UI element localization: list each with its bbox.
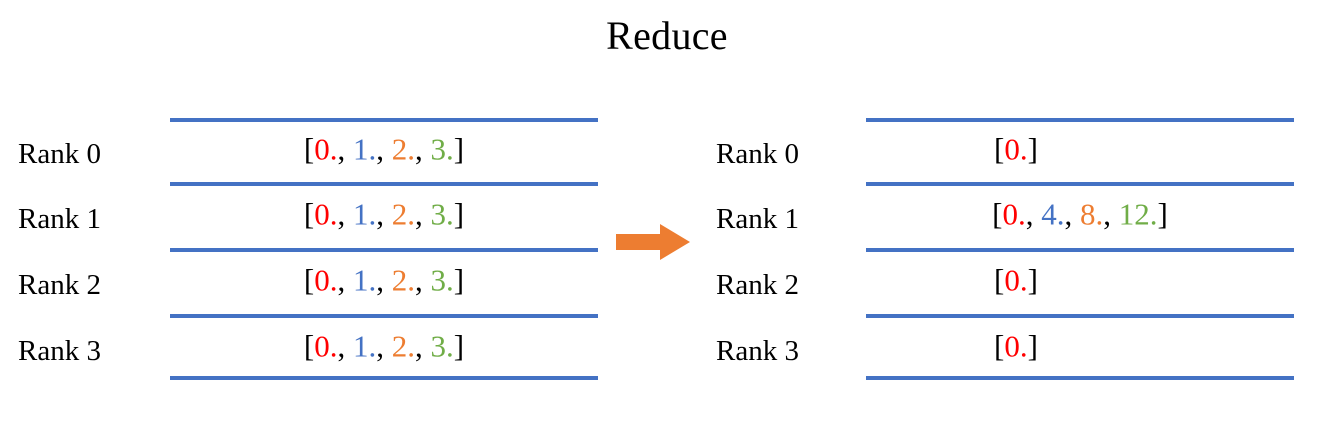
array-separator: , <box>376 328 392 364</box>
array-element: 0. <box>314 262 338 298</box>
array-separator: , <box>376 131 392 167</box>
array-separator: , <box>415 328 431 364</box>
right-arrow-icon <box>616 224 690 260</box>
array-separator: , <box>1103 196 1119 232</box>
bracket-close: ] <box>453 262 465 298</box>
array-value: [0.] <box>866 330 1294 361</box>
array-element: 1. <box>353 328 377 364</box>
bracket-open: [ <box>303 328 315 364</box>
table-row: Rank 2 [0.] <box>716 248 1294 314</box>
array-separator: , <box>337 131 353 167</box>
array-separator: , <box>337 262 353 298</box>
bracket-open: [ <box>994 131 1005 167</box>
table-row: Rank 3 [0.] <box>716 314 1294 380</box>
bracket-open: [ <box>992 196 1003 232</box>
array-element: 3. <box>430 328 454 364</box>
buffer-cell: [0., 1., 2., 3.] <box>170 182 598 248</box>
bracket-close: ] <box>1027 328 1038 364</box>
array-element: 1. <box>353 131 377 167</box>
array-element: 2. <box>391 328 415 364</box>
buffer-cell: [0., 1., 2., 3.] <box>170 248 598 314</box>
array-element: 3. <box>430 131 454 167</box>
array-value: [0., 1., 2., 3.] <box>170 330 598 361</box>
array-element: 0. <box>1004 131 1028 167</box>
rank-label: Rank 0 <box>716 137 799 170</box>
array-element: 2. <box>391 196 415 232</box>
bracket-close: ] <box>453 131 465 167</box>
array-element: 8. <box>1080 196 1104 232</box>
buffer-cell: [0.] <box>866 118 1294 182</box>
array-value: [0.] <box>866 133 1294 164</box>
array-separator: , <box>415 196 431 232</box>
array-element: 2. <box>391 262 415 298</box>
array-separator: , <box>1064 196 1080 232</box>
buffer-cell: [0., 1., 2., 3.] <box>170 314 598 380</box>
table-row: Rank 0 [0., 1., 2., 3.] <box>18 118 598 182</box>
rank-label: Rank 3 <box>18 334 101 367</box>
array-value: [0., 1., 2., 3.] <box>170 198 598 229</box>
array-separator: , <box>376 196 392 232</box>
array-separator: , <box>376 262 392 298</box>
rank-label: Rank 1 <box>716 202 799 235</box>
table-row: Rank 3 [0., 1., 2., 3.] <box>18 314 598 380</box>
array-element: 0. <box>1004 328 1028 364</box>
buffer-cell: [0.] <box>866 314 1294 380</box>
buffer-cell: [0., 4., 8., 12.] <box>866 182 1294 248</box>
array-value: [0.] <box>866 264 1294 295</box>
rank-label: Rank 3 <box>716 334 799 367</box>
output-buffers-panel: Rank 0 [0.] Rank 1 [0., 4., 8., 12.] Ran… <box>716 118 1294 380</box>
table-row: Rank 0 [0.] <box>716 118 1294 182</box>
bracket-close: ] <box>1027 262 1038 298</box>
input-buffers-panel: Rank 0 [0., 1., 2., 3.] Rank 1 [0., 1., … <box>18 118 598 380</box>
array-element: 1. <box>353 262 377 298</box>
array-element: 0. <box>314 196 338 232</box>
table-row: Rank 1 [0., 4., 8., 12.] <box>716 182 1294 248</box>
array-element: 3. <box>430 262 454 298</box>
buffer-cell: [0.] <box>866 248 1294 314</box>
bracket-open: [ <box>303 262 315 298</box>
array-separator: , <box>337 196 353 232</box>
rank-label: Rank 2 <box>716 268 799 301</box>
rank-label: Rank 2 <box>18 268 101 301</box>
array-element: 0. <box>1004 262 1028 298</box>
bracket-close: ] <box>453 196 465 232</box>
bracket-close: ] <box>1027 131 1038 167</box>
bracket-open: [ <box>994 328 1005 364</box>
array-element: 4. <box>1041 196 1065 232</box>
array-value: [0., 1., 2., 3.] <box>170 133 598 164</box>
table-row: Rank 1 [0., 1., 2., 3.] <box>18 182 598 248</box>
buffer-cell: [0., 1., 2., 3.] <box>170 118 598 182</box>
array-element: 0. <box>1002 196 1026 232</box>
array-separator: , <box>415 131 431 167</box>
array-element: 12. <box>1118 196 1158 232</box>
bracket-open: [ <box>994 262 1005 298</box>
rank-label: Rank 0 <box>18 137 101 170</box>
array-separator: , <box>337 328 353 364</box>
bracket-open: [ <box>303 196 315 232</box>
array-separator: , <box>415 262 431 298</box>
array-element: 2. <box>391 131 415 167</box>
page-title: Reduce <box>606 13 728 58</box>
bracket-close: ] <box>1157 196 1168 232</box>
array-element: 0. <box>314 131 338 167</box>
array-separator: , <box>1025 196 1042 232</box>
array-value: [0., 1., 2., 3.] <box>170 264 598 295</box>
bracket-close: ] <box>453 328 465 364</box>
table-row: Rank 2 [0., 1., 2., 3.] <box>18 248 598 314</box>
bracket-open: [ <box>303 131 315 167</box>
rank-label: Rank 1 <box>18 202 101 235</box>
array-element: 1. <box>353 196 377 232</box>
array-element: 0. <box>314 328 338 364</box>
array-value: [0., 4., 8., 12.] <box>866 198 1294 229</box>
array-element: 3. <box>430 196 454 232</box>
